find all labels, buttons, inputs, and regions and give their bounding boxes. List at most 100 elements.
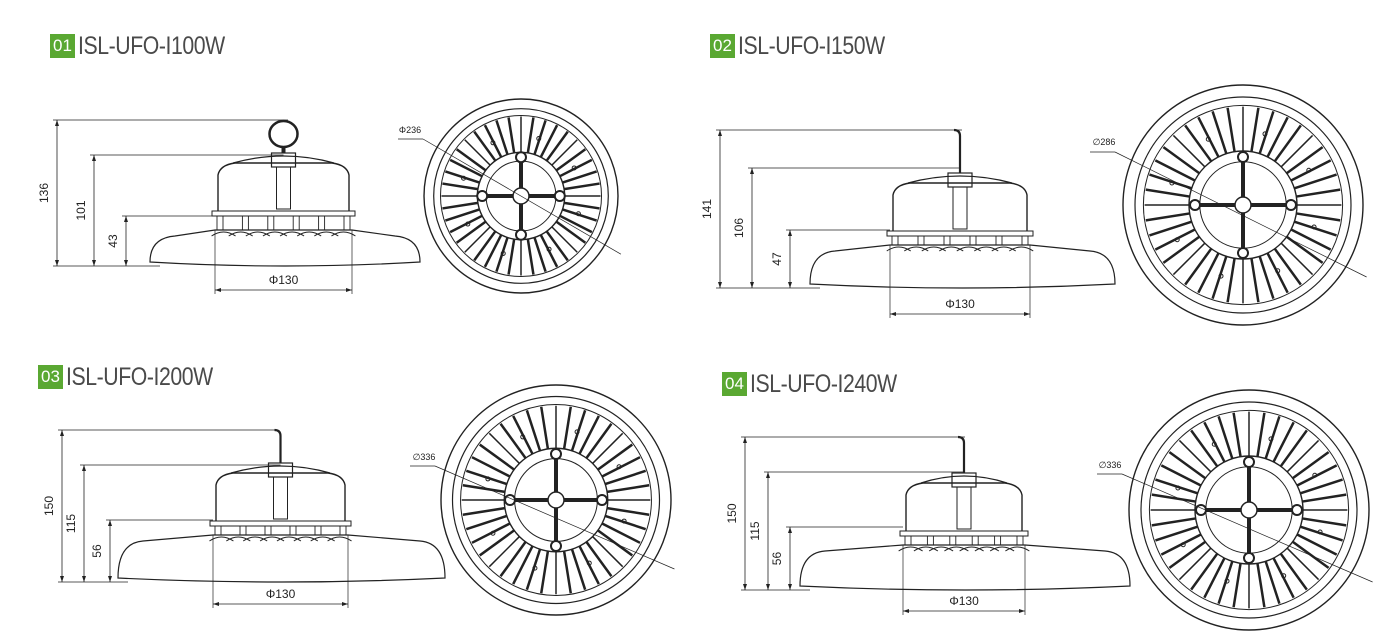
mount-post xyxy=(267,215,275,231)
heat-sink-fin xyxy=(455,148,487,172)
screw-hole xyxy=(500,250,506,256)
heat-sink-fin xyxy=(1256,563,1266,608)
screw-hole xyxy=(532,565,538,571)
inner-rim xyxy=(433,108,609,284)
screw-hole xyxy=(571,165,577,171)
screw-hole xyxy=(1281,573,1287,579)
screw-hole xyxy=(490,530,496,536)
heat-sink-fin xyxy=(1291,451,1330,480)
heat-sink-fin xyxy=(1279,552,1308,591)
heat-sink-fin xyxy=(495,119,509,155)
arrowhead xyxy=(124,216,128,222)
heat-sink-fin xyxy=(1197,252,1220,294)
fin-detail xyxy=(279,231,305,237)
heat-sink-fin xyxy=(1178,439,1212,473)
heat-sink-fin xyxy=(540,406,550,450)
heat-sink-fin xyxy=(533,237,547,273)
heat-sink-fin xyxy=(570,548,587,591)
arrowhead xyxy=(82,576,86,582)
mount-post xyxy=(314,525,322,536)
lamp-reflector-dish xyxy=(809,244,1116,289)
housing-dome xyxy=(907,175,1013,184)
screw-hole xyxy=(1175,485,1181,491)
heat-sink-fin xyxy=(1285,235,1324,264)
height-dimension-label: 141 xyxy=(700,199,714,219)
heat-sink-fin xyxy=(539,124,559,158)
inner-rim xyxy=(1134,96,1352,314)
heat-sink-fin xyxy=(562,170,598,184)
heat-sink-fin xyxy=(597,443,634,471)
heat-sink-fin xyxy=(1151,517,1196,527)
outer-diameter-label: ∅286 xyxy=(1093,137,1116,147)
arrowhead xyxy=(743,584,747,590)
arrowhead xyxy=(750,282,754,288)
screw-hole xyxy=(1224,578,1230,584)
height-dimension-label: 43 xyxy=(106,234,120,248)
heat-sink-fin xyxy=(1280,134,1314,168)
body-flange xyxy=(886,230,1034,237)
arrowhead xyxy=(213,602,219,606)
screw-hole xyxy=(1317,529,1323,535)
arrowhead xyxy=(108,520,112,526)
arrowhead xyxy=(60,430,64,436)
diameter-leader-line xyxy=(1121,473,1373,583)
heat-sink-fin xyxy=(464,226,491,253)
heat-sink-fin xyxy=(1232,563,1242,608)
heat-sink-fin xyxy=(1184,124,1213,163)
heat-sink-fin xyxy=(1162,235,1201,264)
housing-dome xyxy=(232,155,335,164)
height-dimension-label: 115 xyxy=(64,514,78,533)
heat-sink-fin xyxy=(526,117,535,154)
heat-sink-fin xyxy=(1250,107,1260,152)
mount-post xyxy=(318,215,326,231)
mount-screw xyxy=(1243,552,1255,564)
fin-detail xyxy=(327,536,352,542)
height-dimension-label: 115 xyxy=(748,521,762,540)
diameter-leader-line xyxy=(1114,151,1367,278)
heat-sink-fin xyxy=(1168,540,1207,569)
heat-sink-fin xyxy=(455,220,487,244)
model-name: ISL-UFO-I100W xyxy=(77,31,225,60)
top-view: ∅336 xyxy=(1097,389,1373,631)
fin-detail xyxy=(296,231,322,237)
screw-hole xyxy=(586,560,592,566)
arrowhead xyxy=(750,168,754,174)
screw-hole xyxy=(465,221,471,227)
mount-post xyxy=(969,235,977,246)
fin-detail xyxy=(262,231,288,237)
height-dimension-label: 136 xyxy=(37,183,51,203)
mount-post xyxy=(339,525,347,536)
heat-sink-fin xyxy=(465,514,508,531)
body-flange xyxy=(209,520,352,527)
model-name: ISL-UFO-I150W xyxy=(737,31,885,60)
heat-sink-fin xyxy=(512,545,534,585)
heat-sink-fin xyxy=(488,432,520,464)
heat-sink-fin xyxy=(499,541,527,578)
heat-sink-fin xyxy=(473,230,497,262)
heat-sink-fin xyxy=(1168,451,1207,480)
housing-dome xyxy=(920,475,1008,484)
heat-sink-fin xyxy=(555,220,587,244)
screw-hole xyxy=(1262,131,1268,137)
hook-hub xyxy=(1234,196,1252,214)
mount-screw xyxy=(515,228,527,241)
heat-sink-fin xyxy=(1145,212,1190,222)
screw-hole xyxy=(1312,472,1318,478)
heat-sink-fin xyxy=(1232,412,1242,457)
arrowhead xyxy=(743,437,747,443)
fin-detail xyxy=(259,536,285,542)
heat-sink-fin xyxy=(1217,416,1234,460)
outer-diameter-label: Φ236 xyxy=(399,125,421,135)
mount-post xyxy=(995,235,1003,246)
mount-post xyxy=(917,235,925,246)
driver-housing xyxy=(217,162,350,211)
heat-sink-fin xyxy=(606,484,650,494)
panel-number-badge: 02 xyxy=(710,34,735,58)
heat-sink-fin xyxy=(1299,478,1343,495)
